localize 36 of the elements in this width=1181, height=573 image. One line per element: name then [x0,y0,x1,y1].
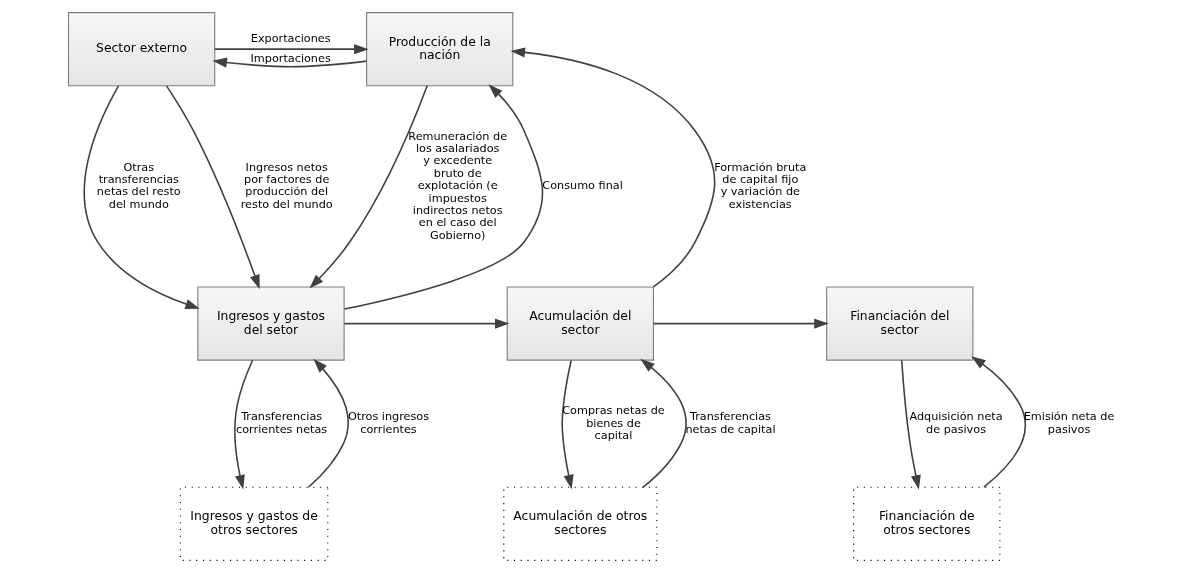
edge-label: Otras transferencias netas del resto del mundo [96,160,181,211]
node-box: Financiación del sector [825,286,973,361]
edge-label: Exportaciones [250,32,331,46]
arrow [639,358,687,489]
arrow [343,84,543,310]
arrow [308,85,428,289]
node-box: Sector externo [67,12,215,87]
arrow [233,359,253,490]
arrow [900,359,921,490]
edge-label: Emisión neta de pasivos [1023,410,1114,436]
arrow [213,44,369,55]
edge-label: Importaciones [250,51,331,65]
node-box: Producción de la nación [365,12,513,87]
edge-label: Transferencias corrientes netas [235,410,327,436]
edge-label: Formación bruta de capital fijo y variación de existencias [713,160,806,211]
edge-label: Ingresos netos por factores de producción del resto del mundo [240,160,333,211]
node-box: Ingresos y gastos del setor [196,286,345,361]
edge-label: Consumo final [541,179,623,193]
arrow [83,85,200,309]
edge-label: Adquisición neta de pasivos [908,410,1003,436]
arrow [307,358,349,489]
arrow [560,359,574,490]
node-box: Ingresos y gastos de otros sectores [179,486,328,561]
arrow [652,318,829,329]
edge-label: Compras netas de bienes de capital [561,404,665,442]
arrow [343,318,509,329]
node-box: Acumulación del sector [506,286,654,361]
arrow [510,47,715,288]
arrow [212,57,367,68]
arrow [165,85,260,290]
node-box: Acumulación de otros sectores [502,486,657,561]
node-box: Financiación de otros sectores [852,486,1000,561]
edge-label: Transferencias netas de capital [684,410,776,436]
edge-label: Otros ingresos corrientes [347,410,429,436]
arrow [970,356,1026,488]
edge-label: Remuneración de los asalariados y excedente bruto de explotación (e impuestos indirectos netos en el caso del Gobierno) [407,129,507,242]
